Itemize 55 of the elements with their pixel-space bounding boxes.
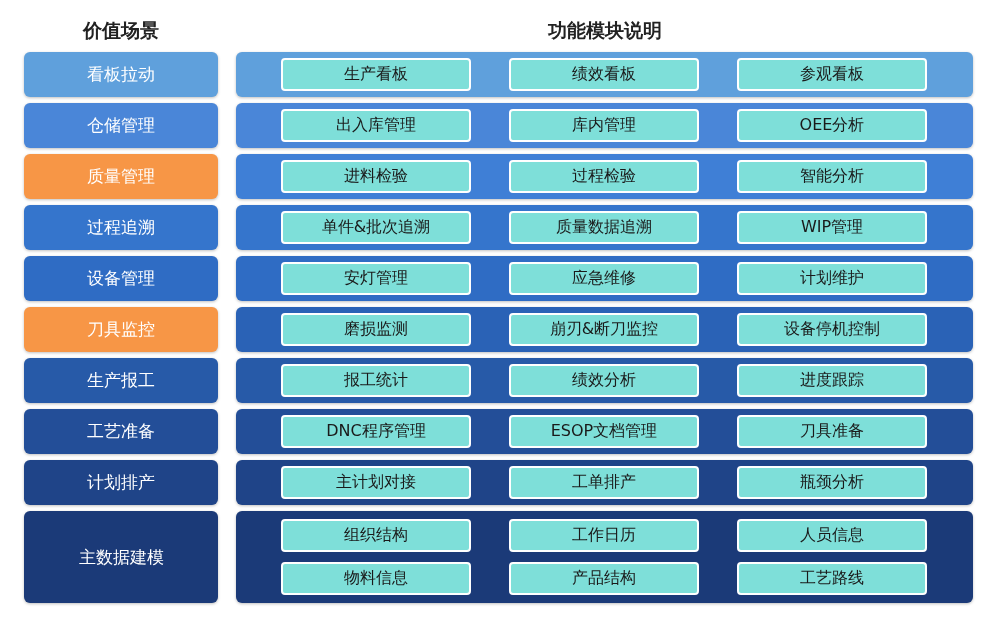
module-box: 物料信息	[281, 562, 471, 595]
scenario-box: 过程追溯	[24, 205, 218, 250]
scenario-box: 生产报工	[24, 358, 218, 403]
module-box: WIP管理	[737, 211, 927, 244]
column-heading: 价值场景	[81, 18, 160, 43]
module-box: 质量数据追溯	[509, 211, 699, 244]
module-box: 产品结构	[509, 562, 699, 595]
scenario-box: 主数据建模	[24, 511, 218, 603]
module-box: 绩效分析	[509, 364, 699, 397]
scenario-box: 工艺准备	[24, 409, 218, 454]
scenario-box: 看板拉动	[24, 52, 218, 97]
module-box: 计划维护	[737, 262, 927, 295]
module-box: 主计划对接	[281, 466, 471, 499]
module-box: 库内管理	[509, 109, 699, 142]
module-box: 设备停机控制	[737, 313, 927, 346]
module-box: 应急维修	[509, 262, 699, 295]
module-box: 单件&批次追溯	[281, 211, 471, 244]
module-box: 进度跟踪	[737, 364, 927, 397]
module-box: 报工统计	[281, 364, 471, 397]
module-box: 生产看板	[281, 58, 471, 91]
module-band	[236, 460, 973, 505]
module-box: 智能分析	[737, 160, 927, 193]
module-box: 刀具准备	[737, 415, 927, 448]
module-band	[236, 511, 973, 603]
module-box: 工作日历	[509, 519, 699, 552]
module-band	[236, 52, 973, 97]
module-box: ESOP文档管理	[509, 415, 699, 448]
module-band	[236, 154, 973, 199]
module-box: 人员信息	[737, 519, 927, 552]
module-box: 出入库管理	[281, 109, 471, 142]
module-box: 崩刃&断刀监控	[509, 313, 699, 346]
scenario-box: 设备管理	[24, 256, 218, 301]
module-band	[236, 205, 973, 250]
module-band	[236, 409, 973, 454]
column-heading: 功能模块说明	[546, 18, 663, 43]
scenario-box: 计划排产	[24, 460, 218, 505]
module-box: 参观看板	[737, 58, 927, 91]
module-box: 磨损监测	[281, 313, 471, 346]
module-band	[236, 358, 973, 403]
module-band	[236, 307, 973, 352]
module-box: 工艺路线	[737, 562, 927, 595]
module-box: 进料检验	[281, 160, 471, 193]
module-box: 工单排产	[509, 466, 699, 499]
module-box: 安灯管理	[281, 262, 471, 295]
module-box: DNC程序管理	[281, 415, 471, 448]
module-box: 过程检验	[509, 160, 699, 193]
scenario-box: 质量管理	[24, 154, 218, 199]
module-box: 绩效看板	[509, 58, 699, 91]
module-band	[236, 103, 973, 148]
module-band	[236, 256, 973, 301]
scenario-box: 刀具监控	[24, 307, 218, 352]
module-box: 瓶颈分析	[737, 466, 927, 499]
module-box: 组织结构	[281, 519, 471, 552]
module-box: OEE分析	[737, 109, 927, 142]
scenario-box: 仓储管理	[24, 103, 218, 148]
